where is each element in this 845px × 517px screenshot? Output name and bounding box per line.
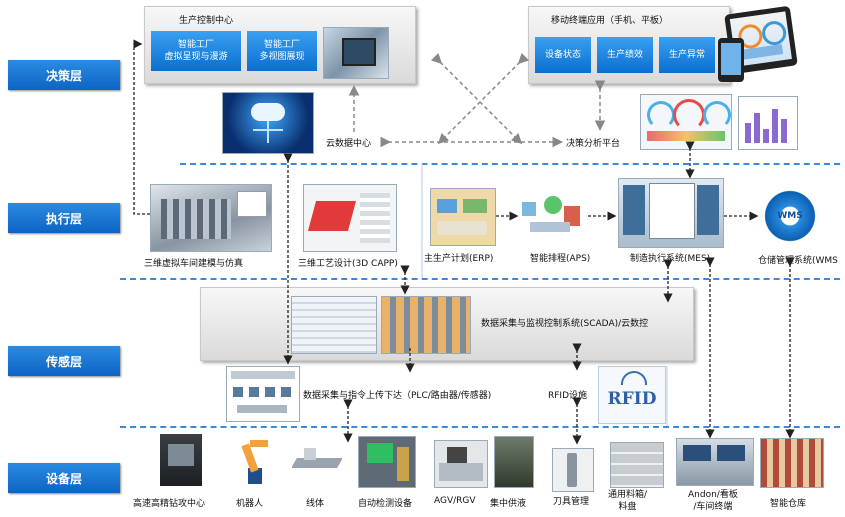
wms-icon: WMS xyxy=(760,188,820,244)
mes-image xyxy=(618,178,724,248)
mes-label: 制造执行系统(MES) xyxy=(630,254,711,264)
sim-label: 三维虚拟车间建模与仿真 xyxy=(144,259,244,269)
agv-image xyxy=(434,440,488,488)
erp-label: 主生产计划(ERP) xyxy=(424,254,494,264)
multi-view-box: 智能工厂 多视图展现 xyxy=(247,31,317,71)
wms-label: 仓储管理系统(WMS xyxy=(758,256,838,266)
andon-image xyxy=(676,438,754,486)
andon-label: Andon/看板 /车间终端 xyxy=(688,490,738,512)
production-control-center: 生产控制中心 智能工厂 虚拟呈现与漫游 智能工厂 多视图展现 xyxy=(144,6,416,84)
robot-image xyxy=(236,438,272,486)
phone-device-icon xyxy=(718,38,744,82)
arrow-cloud-to-center xyxy=(348,52,606,148)
aps-image xyxy=(520,194,586,240)
line-image xyxy=(292,440,342,484)
scada-panel: 数据采集与监视控制系统(SCADA)/云数控 xyxy=(200,287,694,361)
capp-label: 三维工艺设计(3D CAPP) xyxy=(298,259,398,269)
cnc-label: 高速高精钻攻中心 xyxy=(133,499,206,509)
arrow-execution-links xyxy=(283,141,795,445)
production-center-title: 生产控制中心 xyxy=(179,16,234,26)
material-box-label: 通用料箱/ 料盘 xyxy=(608,490,648,512)
virtual-tour-box: 智能工厂 虚拟呈现与漫游 xyxy=(151,31,241,71)
inspection-image xyxy=(358,436,416,488)
tool-management-image xyxy=(552,448,594,492)
upload-label: 数据采集与指令上传下达（PLC/路由器/传感器) xyxy=(303,391,492,401)
tool-management-label: 刀具管理 xyxy=(553,497,590,507)
capp-image xyxy=(303,184,397,252)
warehouse-label: 智能仓库 xyxy=(770,499,807,509)
layer-execution: 执行层 xyxy=(8,203,120,233)
arrow-sim-to-center xyxy=(133,39,150,215)
rfid-label: RFID设施 xyxy=(548,391,588,401)
separator-2 xyxy=(120,278,840,280)
tablet-photo xyxy=(323,27,389,79)
decision-platform-label: 决策分析平台 xyxy=(566,139,621,149)
layer-equipment: 设备层 xyxy=(8,463,120,493)
scada-screen-1 xyxy=(291,296,377,354)
mobile-title: 移动终端应用（手机、平板） xyxy=(551,16,669,26)
workshop-sim-image xyxy=(150,184,272,252)
bar-dashboard-image xyxy=(738,96,798,150)
fluid-supply-image xyxy=(494,436,534,488)
agv-label: AGV/RGV xyxy=(434,496,476,506)
cloud-icon xyxy=(251,103,285,121)
aps-label: 智能排程(APS) xyxy=(530,254,591,264)
layer-decision: 决策层 xyxy=(8,60,120,90)
rfid-icon-text: RFID xyxy=(607,389,657,409)
scada-label: 数据采集与监视控制系统(SCADA)/云数控 xyxy=(481,319,649,329)
cnc-image xyxy=(160,434,202,486)
scada-screen-2 xyxy=(381,296,471,354)
mobile-terminal-panel: 移动终端应用（手机、平板） 设备状态 生产绩效 生产异常 xyxy=(528,6,730,84)
line-label: 线体 xyxy=(306,499,325,509)
separator-3 xyxy=(120,426,840,428)
fluid-supply-label: 集中供液 xyxy=(490,499,527,509)
rfid-icon: RFID xyxy=(598,366,666,424)
material-box-image xyxy=(610,442,664,488)
wms-icon-text: WMS xyxy=(777,211,803,221)
production-exception-box: 生产异常 xyxy=(659,37,715,73)
thin-dividers xyxy=(421,163,668,426)
layer-sensing: 传感层 xyxy=(8,346,120,376)
cloud-datacenter-image xyxy=(222,92,314,154)
cloud-label: 云数据中心 xyxy=(326,139,372,149)
gauge-dashboard-image xyxy=(640,94,732,150)
robot-label: 机器人 xyxy=(236,499,264,509)
plc-network-image xyxy=(226,366,300,422)
separator-1 xyxy=(180,163,840,165)
inspection-label: 自动检测设备 xyxy=(358,499,413,509)
device-status-box: 设备状态 xyxy=(535,37,591,73)
erp-image xyxy=(430,188,496,246)
production-kpi-box: 生产绩效 xyxy=(597,37,653,73)
